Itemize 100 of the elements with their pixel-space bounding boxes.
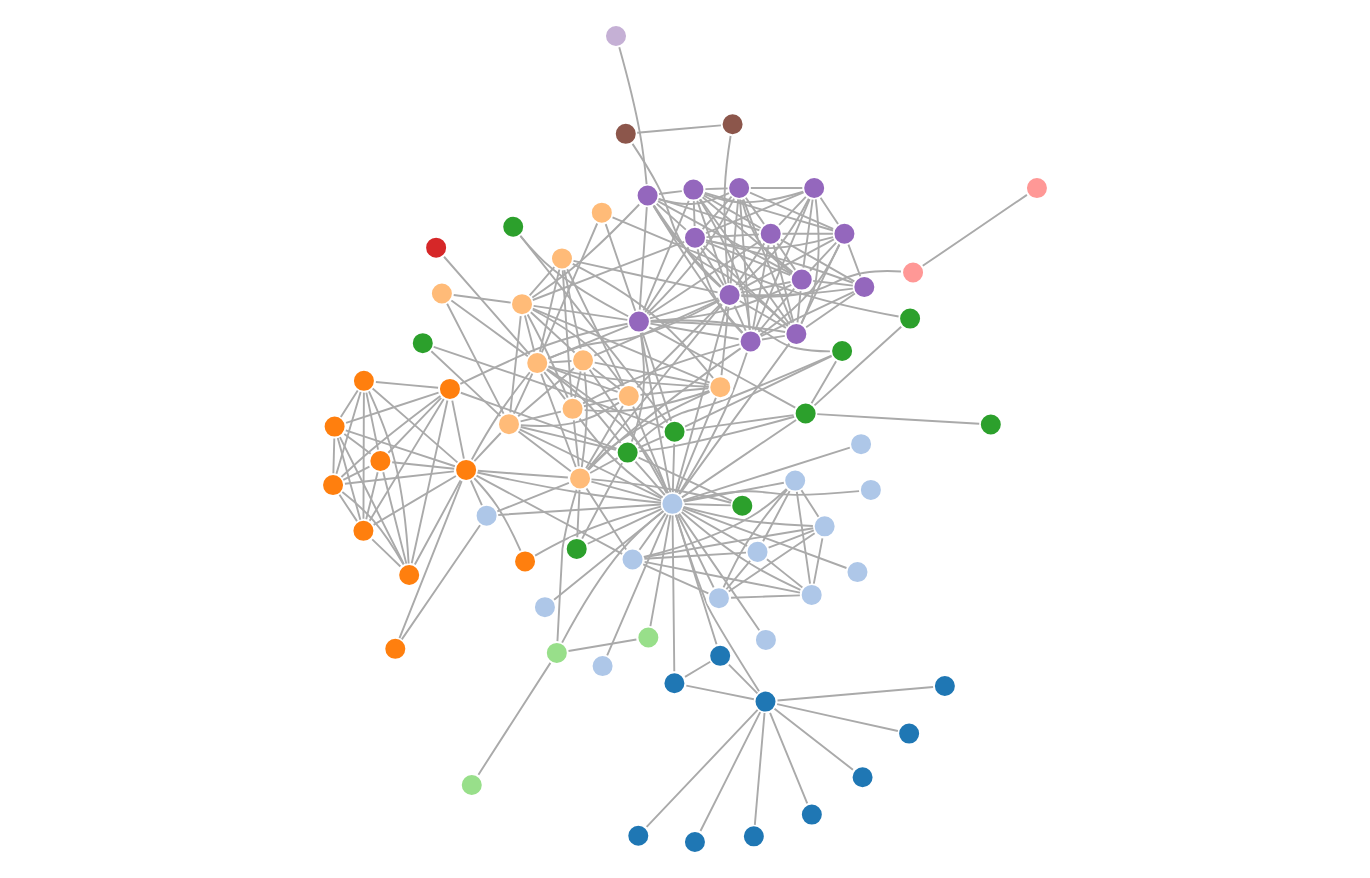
node-circle <box>615 383 642 409</box>
connector <box>733 304 747 332</box>
connector <box>574 370 582 399</box>
connector <box>682 506 814 527</box>
connector <box>671 514 676 673</box>
connector <box>676 396 717 494</box>
connector <box>638 206 648 311</box>
connector <box>572 419 580 468</box>
connector <box>341 491 405 566</box>
connector <box>336 437 362 521</box>
connector <box>727 532 816 593</box>
connector <box>519 235 669 424</box>
node-circle <box>661 418 688 445</box>
connector <box>344 429 456 468</box>
connector <box>738 197 810 288</box>
connector <box>547 299 721 360</box>
connector <box>699 711 762 832</box>
connector <box>576 488 581 539</box>
node-circle <box>753 627 779 653</box>
node-circle <box>509 291 535 317</box>
connector <box>473 477 522 552</box>
connector <box>802 198 814 269</box>
node-circle <box>321 413 348 440</box>
connector <box>387 397 443 454</box>
connector <box>606 513 669 657</box>
connector <box>581 462 624 540</box>
node-circle <box>729 492 756 519</box>
node-circle <box>849 764 876 791</box>
connector <box>751 244 770 331</box>
connector <box>477 661 552 776</box>
connector <box>812 279 854 287</box>
node-circle <box>396 562 423 588</box>
connector <box>704 187 729 191</box>
connector <box>800 489 820 518</box>
connector <box>583 390 711 413</box>
connector <box>705 241 792 277</box>
connector <box>531 240 686 301</box>
connector <box>368 398 445 522</box>
node-circle <box>680 176 707 203</box>
connector <box>561 269 573 398</box>
connector <box>362 391 365 520</box>
connector <box>561 509 665 644</box>
connector <box>684 355 833 428</box>
connector <box>588 368 668 495</box>
connector <box>548 360 573 364</box>
connector <box>410 399 449 565</box>
connector <box>698 198 751 331</box>
connector <box>725 559 752 591</box>
connector <box>684 660 712 678</box>
node-circle <box>900 259 926 286</box>
connector <box>749 191 835 230</box>
connector <box>674 513 718 646</box>
node-circle <box>543 640 570 666</box>
node-circle <box>524 350 551 376</box>
connector <box>657 200 793 275</box>
connector <box>680 419 798 499</box>
node-circle <box>788 266 815 293</box>
connector <box>637 456 733 502</box>
connector <box>819 196 839 226</box>
connector <box>649 283 793 322</box>
connector <box>643 560 801 594</box>
connector <box>705 239 854 284</box>
node-circle <box>896 720 922 747</box>
connector <box>683 503 732 507</box>
node-circle <box>726 175 752 201</box>
connector <box>459 322 629 385</box>
connector <box>443 255 531 356</box>
connector <box>809 241 838 272</box>
node-circle <box>612 121 639 147</box>
connector <box>682 506 848 569</box>
connector <box>531 308 624 388</box>
connector <box>368 390 410 565</box>
connector <box>646 197 735 315</box>
connector <box>365 391 379 451</box>
connector <box>636 124 722 134</box>
node-circle <box>844 559 871 585</box>
connector <box>776 703 899 732</box>
node-circle <box>567 465 593 492</box>
node-circle <box>719 111 746 138</box>
node-circle <box>707 643 734 669</box>
connector <box>760 291 855 338</box>
node-circle <box>716 282 743 308</box>
connector <box>637 435 665 449</box>
connector <box>645 708 759 828</box>
node-circle <box>563 536 590 562</box>
connector <box>778 195 807 226</box>
node-circle <box>437 376 463 402</box>
connector <box>593 361 710 386</box>
connector <box>649 319 831 353</box>
connector <box>526 313 569 399</box>
connector <box>678 342 791 495</box>
connector <box>469 479 483 507</box>
connector <box>653 204 722 288</box>
connector <box>681 508 749 547</box>
connector <box>740 270 902 298</box>
connector <box>630 332 645 443</box>
node-circle <box>625 822 652 849</box>
connector <box>583 397 619 408</box>
connector <box>589 457 619 474</box>
node-circle <box>532 594 558 620</box>
